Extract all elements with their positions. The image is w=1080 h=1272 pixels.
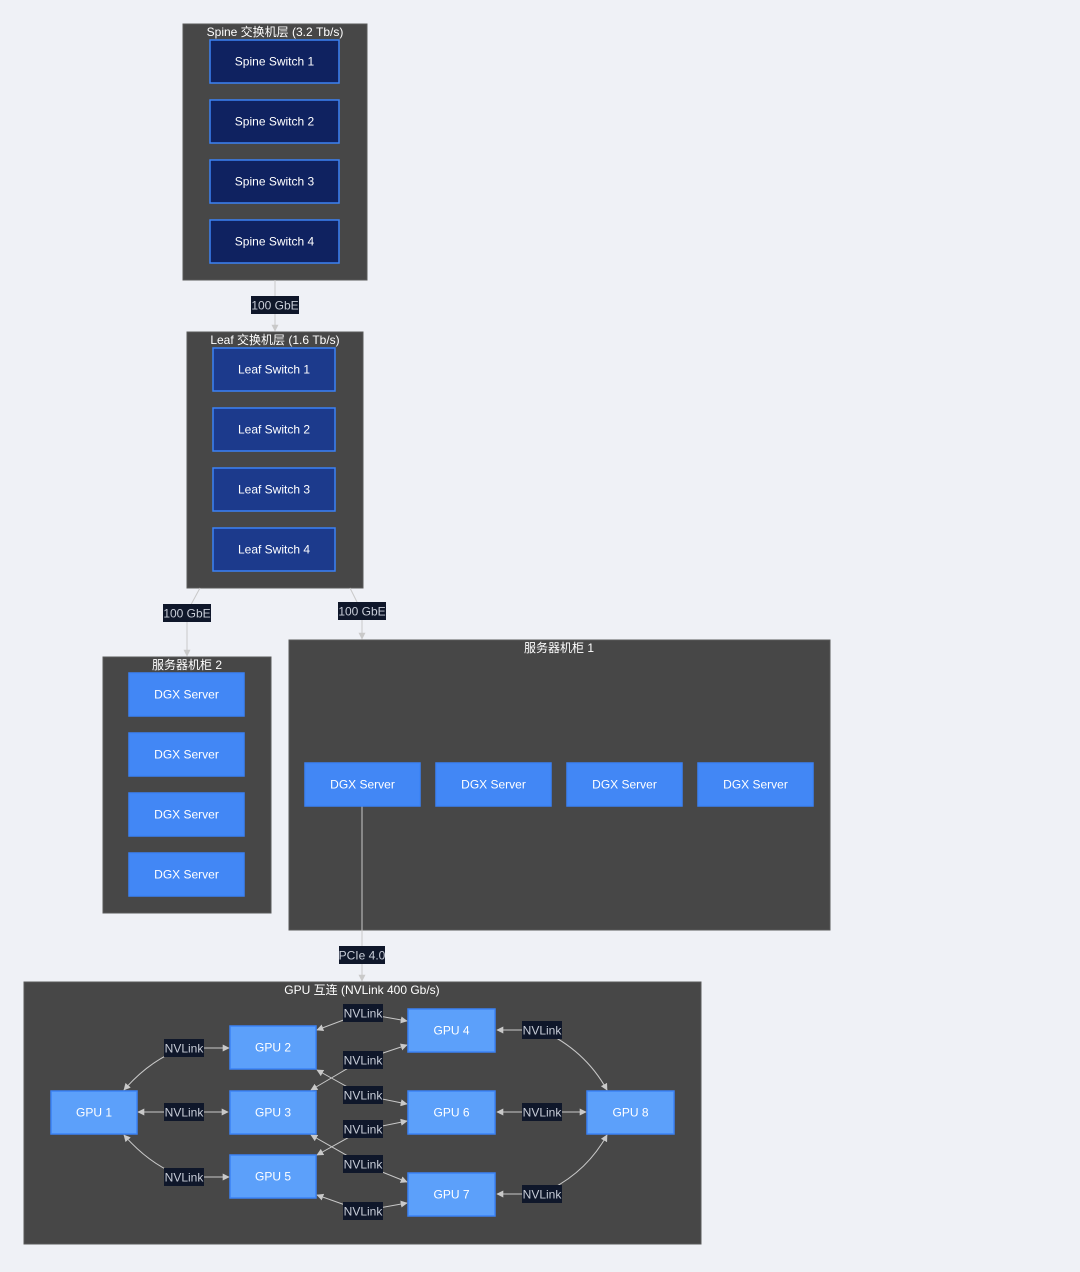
nvlink-label: NVLink xyxy=(522,1185,562,1203)
server-label: DGX Server xyxy=(154,748,219,762)
nvlink-label: NVLink xyxy=(164,1168,204,1186)
leaf-switch-node[interactable]: Leaf Switch 2 xyxy=(212,407,336,452)
edge-label-leaf-rack2: 100 GbE xyxy=(163,604,211,622)
rack1-server-node[interactable]: DGX Server xyxy=(697,762,814,807)
nvlink-label: NVLink xyxy=(343,1004,383,1022)
nvlink-label-text: NVLink xyxy=(165,1171,205,1185)
spine-cluster-title: Spine 交换机层 (3.2 Tb/s) xyxy=(207,24,344,39)
rack1-server-node[interactable]: DGX Server xyxy=(435,762,552,807)
gpu-label: GPU 7 xyxy=(433,1188,469,1202)
spine-switch-node[interactable]: Spine Switch 4 xyxy=(209,219,340,264)
edge-label-text: 100 GbE xyxy=(163,607,210,621)
nvlink-label: NVLink xyxy=(343,1202,383,1220)
spine-switch-node[interactable]: Spine Switch 3 xyxy=(209,159,340,204)
leaf-switch-label: Leaf Switch 4 xyxy=(238,543,310,557)
nvlink-label-text: NVLink xyxy=(344,1123,384,1137)
rack1-server-node[interactable]: DGX Server xyxy=(566,762,683,807)
spine-switch-label: Spine Switch 2 xyxy=(235,115,315,129)
leaf-switch-node[interactable]: Leaf Switch 1 xyxy=(212,347,336,392)
nvlink-label: NVLink xyxy=(164,1103,204,1121)
rack2-server-node[interactable]: DGX Server xyxy=(128,792,245,837)
server-label: DGX Server xyxy=(592,778,657,792)
rack2-server-node[interactable]: DGX Server xyxy=(128,852,245,897)
edge-label-server-gpu: PCIe 4.0 xyxy=(339,946,386,964)
edge-label-text: 100 GbE xyxy=(338,605,385,619)
gpu-node-5[interactable]: GPU 5 xyxy=(229,1154,317,1199)
gpu-node-3[interactable]: GPU 3 xyxy=(229,1090,317,1135)
gpu-node-2[interactable]: GPU 2 xyxy=(229,1025,317,1070)
edge-label-spine-leaf: 100 GbE xyxy=(251,296,299,314)
rack2-cluster-title: 服务器机柜 2 xyxy=(152,657,222,672)
gpu-label: GPU 4 xyxy=(433,1024,469,1038)
gpu-cluster-title: GPU 互连 (NVLink 400 Gb/s) xyxy=(284,982,439,997)
nvlink-label-text: NVLink xyxy=(344,1007,384,1021)
nvlink-label-text: NVLink xyxy=(344,1054,384,1068)
nvlink-label-text: NVLink xyxy=(344,1089,384,1103)
nvlink-label-text: NVLink xyxy=(523,1188,563,1202)
gpu-label: GPU 2 xyxy=(255,1041,291,1055)
gpu-label: GPU 6 xyxy=(433,1106,469,1120)
spine-switch-node[interactable]: Spine Switch 2 xyxy=(209,99,340,144)
nvlink-label-text: NVLink xyxy=(523,1106,563,1120)
nvlink-label: NVLink xyxy=(343,1086,383,1104)
gpu-label: GPU 1 xyxy=(76,1106,112,1120)
leaf-cluster-title: Leaf 交换机层 (1.6 Tb/s) xyxy=(210,332,339,347)
server-label: DGX Server xyxy=(461,778,526,792)
gpu-node-6[interactable]: GPU 6 xyxy=(407,1090,496,1135)
nvlink-label-text: NVLink xyxy=(344,1158,384,1172)
rack1-server-node[interactable]: DGX Server xyxy=(304,762,421,807)
nvlink-label-text: NVLink xyxy=(523,1024,563,1038)
nvlink-label: NVLink xyxy=(343,1155,383,1173)
leaf-switch-node[interactable]: Leaf Switch 4 xyxy=(212,527,336,572)
spine-switch-node[interactable]: Spine Switch 1 xyxy=(209,39,340,84)
leaf-switch-node[interactable]: Leaf Switch 3 xyxy=(212,467,336,512)
spine-switch-label: Spine Switch 1 xyxy=(235,55,315,69)
nvlink-label: NVLink xyxy=(522,1103,562,1121)
gpu-node-7[interactable]: GPU 7 xyxy=(407,1172,496,1217)
nvlink-label: NVLink xyxy=(343,1120,383,1138)
leaf-switch-label: Leaf Switch 3 xyxy=(238,483,310,497)
gpu-node-4[interactable]: GPU 4 xyxy=(407,1008,496,1053)
edge-label-text: 100 GbE xyxy=(251,299,298,313)
rack2-server-node[interactable]: DGX Server xyxy=(128,672,245,717)
nvlink-label-text: NVLink xyxy=(165,1106,205,1120)
gpu-node-1[interactable]: GPU 1 xyxy=(50,1090,138,1135)
nvlink-label-text: NVLink xyxy=(344,1205,384,1219)
gpu-label: GPU 5 xyxy=(255,1170,291,1184)
rack1-cluster-title: 服务器机柜 1 xyxy=(524,640,594,655)
server-label: DGX Server xyxy=(154,688,219,702)
server-label: DGX Server xyxy=(723,778,788,792)
edge-label-text: PCIe 4.0 xyxy=(339,949,386,963)
nvlink-label: NVLink xyxy=(343,1051,383,1069)
gpu-label: GPU 8 xyxy=(612,1106,648,1120)
nvlink-label: NVLink xyxy=(164,1039,204,1057)
server-label: DGX Server xyxy=(154,868,219,882)
nvlink-label: NVLink xyxy=(522,1021,562,1039)
rack2-server-node[interactable]: DGX Server xyxy=(128,732,245,777)
leaf-switch-label: Leaf Switch 2 xyxy=(238,423,310,437)
spine-switch-label: Spine Switch 4 xyxy=(235,235,315,249)
leaf-switch-label: Leaf Switch 1 xyxy=(238,363,310,377)
server-label: DGX Server xyxy=(330,778,395,792)
gpu-label: GPU 3 xyxy=(255,1106,291,1120)
gpu-node-8[interactable]: GPU 8 xyxy=(586,1090,675,1135)
server-label: DGX Server xyxy=(154,808,219,822)
spine-switch-label: Spine Switch 3 xyxy=(235,175,315,189)
nvlink-label-text: NVLink xyxy=(165,1042,205,1056)
edge-label-leaf-rack1: 100 GbE xyxy=(338,602,386,620)
